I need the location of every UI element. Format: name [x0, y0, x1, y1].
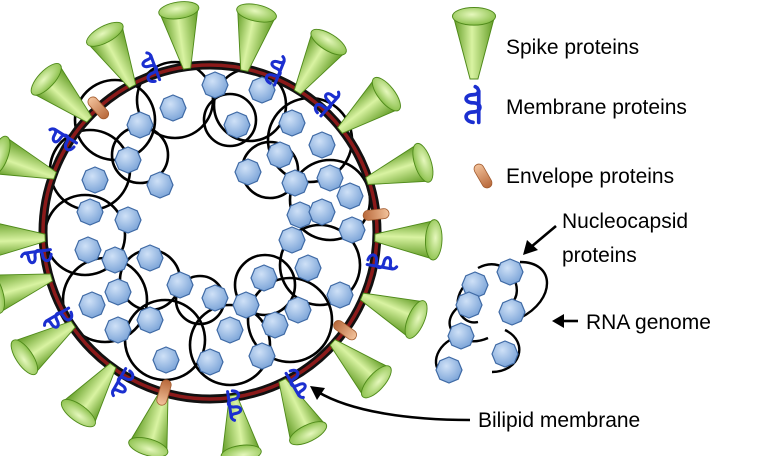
legend-spike-label: Spike proteins	[506, 36, 639, 59]
detail-rna-genome	[434, 260, 548, 376]
rna-loop	[188, 303, 272, 387]
nucleocapsid-protein	[146, 171, 174, 199]
nucleocapsid-protein	[250, 264, 278, 292]
nucleocapsid-protein	[447, 322, 475, 350]
rna-loop	[278, 223, 362, 307]
nucleocapsid-protein	[261, 311, 289, 339]
spike-protein	[25, 58, 104, 135]
nucleocapsid-protein	[455, 291, 483, 319]
nucleocapsid-protein	[76, 198, 104, 226]
nucleocapsid-protein	[435, 356, 463, 384]
nucleocapsid-protein	[266, 141, 294, 169]
nucleocapsid-protein	[278, 109, 306, 137]
nucleocapsid-protein	[114, 206, 142, 234]
rna-loop	[246, 276, 334, 364]
nucleocapsid-protein	[336, 182, 364, 210]
annotation-arrows	[310, 225, 578, 422]
nucleocapsid-protein	[498, 298, 526, 326]
nucleocapsid-protein	[136, 306, 164, 334]
spike-protein	[373, 217, 444, 261]
nucleocapsid-detail	[434, 258, 548, 384]
nucleocapsid-protein	[491, 340, 519, 368]
legend-envelope-label: Envelope proteins	[506, 165, 674, 188]
legend: Spike proteins Membrane proteins Envelop…	[451, 6, 711, 432]
nucleocapsid-protein	[166, 271, 194, 299]
nucleocapsid-protein	[101, 246, 129, 274]
nucleocapsid-protein	[201, 71, 229, 99]
nucleocapsid-protein	[223, 111, 251, 139]
legend-membrane-icon	[464, 84, 482, 125]
nucleocapsid-protein	[78, 291, 106, 319]
nucleocapsid-protein	[104, 278, 132, 306]
spike-protein	[157, 0, 208, 72]
nucleocapsid-protein	[114, 146, 142, 174]
nucleocapsid-protein	[81, 166, 109, 194]
nucleocapsid-protein	[152, 346, 180, 374]
nucleocapsid-protein	[136, 244, 164, 272]
nucleocapsid-protein	[234, 158, 262, 186]
nucleocapsid-protein	[126, 111, 154, 139]
nucleocapsid-protein	[308, 131, 336, 159]
nucleocapsid-protein	[201, 284, 229, 312]
nucleocapsid-protein	[232, 291, 260, 319]
nucleocapsid-protein	[326, 281, 354, 309]
virus-particle	[0, 0, 444, 456]
bilipid-membrane-inner-ring	[41, 63, 379, 401]
nucleocapsid-protein	[248, 342, 276, 370]
nucleocapsid-protein	[284, 296, 312, 324]
nucleocapsid-protein	[286, 201, 314, 229]
nucleocapsid-cluster	[74, 71, 366, 376]
nucleocapsid-protein	[338, 216, 366, 244]
rna-loop	[233, 253, 297, 317]
bilipid-membrane-label: Bilipid membrane	[478, 409, 640, 432]
rna-loop	[202, 92, 258, 148]
envelope-protein	[362, 207, 390, 222]
nucleocapsid-protein	[294, 254, 322, 282]
nucleocapsid-label-line2: proteins	[562, 244, 637, 267]
legend-envelope-icon	[471, 161, 495, 191]
nucleocapsid-protein	[74, 236, 102, 264]
nucleocapsid-protein	[104, 316, 132, 344]
nucleocapsid-protein	[281, 169, 309, 197]
legend-spike-icon	[451, 6, 497, 80]
nucleocapsid-protein	[308, 198, 336, 226]
nucleocapsid-protein	[278, 226, 306, 254]
rna-genome-label: RNA genome	[586, 311, 711, 334]
nucleocapsid-label-line1: Nucleocapsid	[562, 210, 688, 233]
spike-protein	[279, 23, 351, 104]
nucleocapsid-protein	[196, 348, 224, 376]
nucleocapsid-protein	[496, 258, 524, 286]
spike-protein	[318, 326, 397, 403]
legend-membrane-label: Membrane proteins	[506, 96, 687, 119]
nucleocapsid-protein	[159, 94, 187, 122]
spike-protein	[56, 353, 130, 433]
nucleocapsid-protein	[316, 164, 344, 192]
nucleocapsid-protein	[216, 316, 244, 344]
nucleocapsid-protein	[248, 76, 276, 104]
